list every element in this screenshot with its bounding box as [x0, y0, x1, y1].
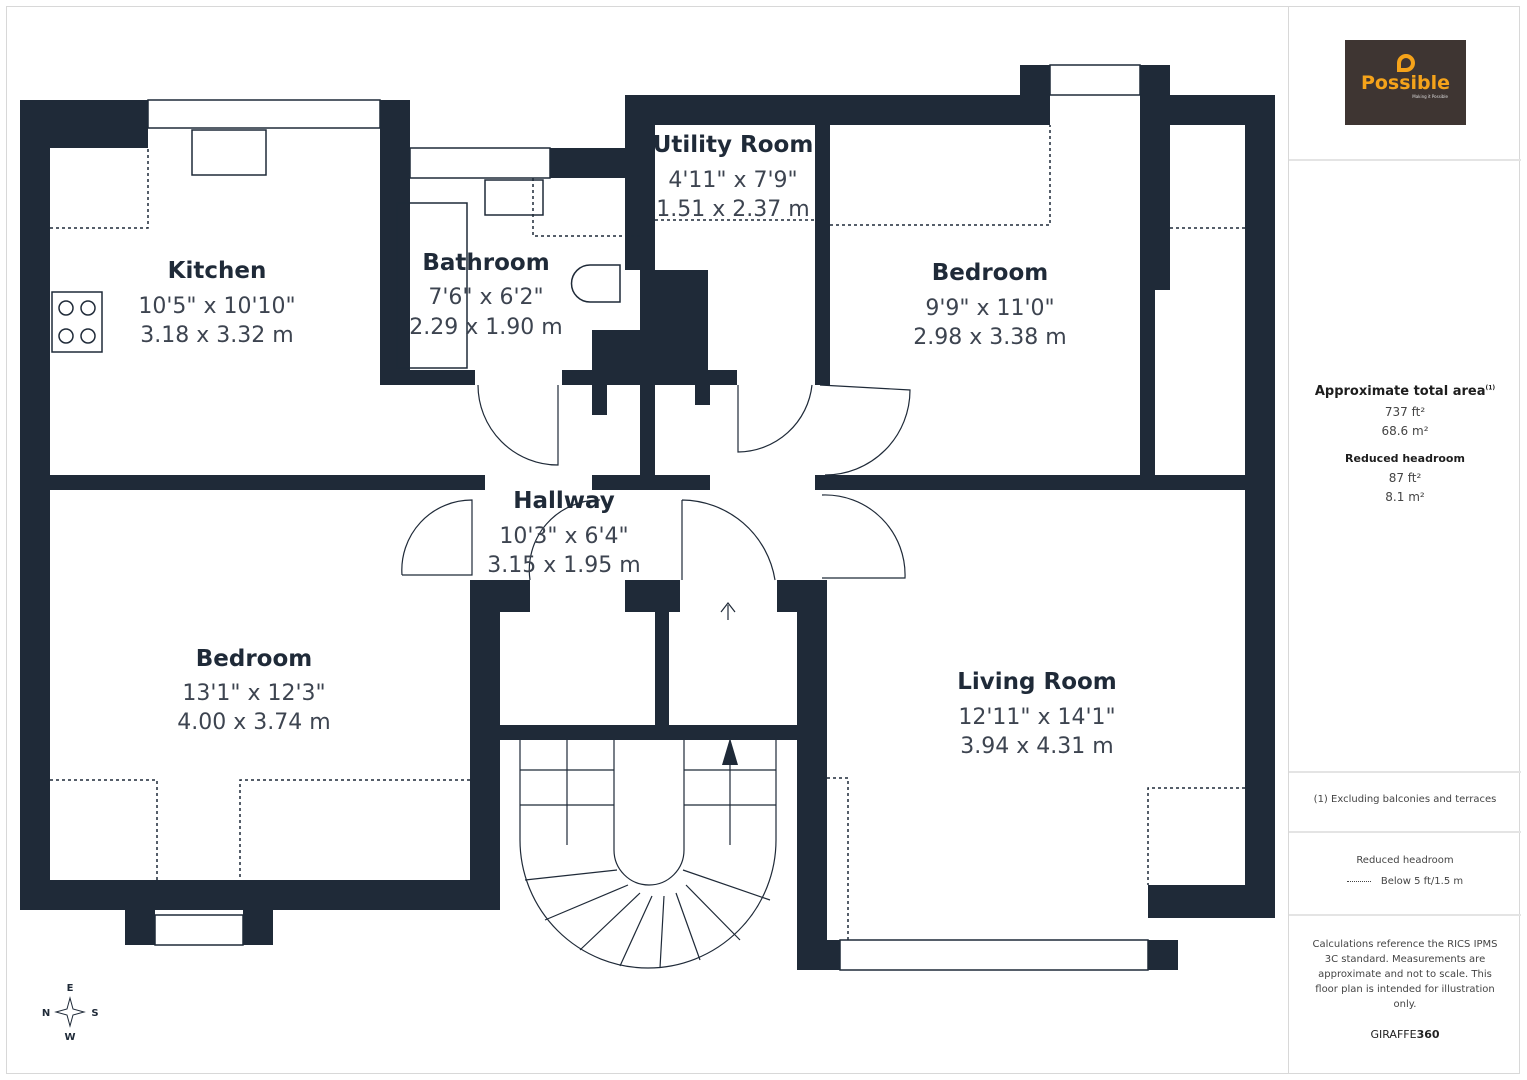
room-dims-imperial: 10'5" x 10'10" [138, 294, 295, 319]
room-utility: Utility Room 4'11" x 7'9" 1.51 x 2.37 m [653, 132, 814, 222]
area-ft: 737 ft² [1384, 405, 1426, 419]
dotted-line-icon [1346, 880, 1371, 882]
room-dims-imperial: 7'6" x 6'2" [428, 285, 543, 310]
area-m: 68.6 m² [1381, 424, 1429, 438]
reduced-m: 8.1 m² [1385, 490, 1425, 504]
legend-item: Below 5 ft/1.5 m [1380, 876, 1464, 887]
legend-title: Reduced headroom [1356, 855, 1454, 866]
divider [1289, 831, 1521, 833]
room-name: Living Room [957, 669, 1117, 695]
room-dims-metric: 2.29 x 1.90 m [409, 315, 562, 340]
page-frame [6, 6, 1520, 1074]
room-dims-imperial: 12'11" x 14'1" [958, 705, 1115, 730]
svg-text:W: W [64, 1032, 75, 1043]
disclaimer: Calculations reference the RICS IPMS 3C … [1312, 939, 1498, 1010]
area-section: Approximate total area(1) 737 ft² 68.6 m… [1289, 384, 1521, 504]
walls [20, 65, 1275, 970]
svg-text:N: N [42, 1008, 50, 1019]
room-hallway: Hallway 10'3" x 6'4" 3.15 x 1.95 m [487, 488, 640, 578]
room-dims-imperial: 10'3" x 6'4" [499, 524, 628, 549]
doors [401, 384, 911, 581]
windows [51, 64, 1149, 971]
logo-pin-icon [1396, 54, 1415, 72]
room-name: Bathroom [422, 250, 549, 276]
room-dims-metric: 3.18 x 3.32 m [140, 323, 293, 348]
room-name: Kitchen [168, 258, 267, 284]
room-living: Living Room 12'11" x 14'1" 3.94 x 4.31 m [957, 669, 1117, 759]
reduced-headroom-lines [50, 125, 1245, 940]
giraffe360-credit: GIRAFFE360 [1370, 1028, 1440, 1041]
footnote: (1) Excluding balconies and terraces [1313, 794, 1497, 805]
room-dims-metric: 2.98 x 3.38 m [913, 325, 1066, 350]
area-footnote-mark: (1) [1485, 384, 1496, 392]
room-bathroom: Bathroom 7'6" x 6'2" 2.29 x 1.90 m [409, 250, 562, 340]
svg-text:E: E [67, 983, 74, 994]
logo-tagline: Making it Possible [1412, 94, 1448, 99]
room-name: Bedroom [932, 260, 1049, 286]
room-dims-imperial: 13'1" x 12'3" [182, 681, 325, 706]
floor-plan: Kitchen 10'5" x 10'10" 3.18 x 3.32 m Bat… [20, 64, 1275, 1043]
info-panel: Possible Making it Possible Approximate … [1288, 6, 1521, 1074]
reduced-title: Reduced headroom [1345, 452, 1465, 465]
logo-brand: Possible [1360, 72, 1451, 94]
room-bedroom-1: Bedroom 9'9" x 11'0" 2.98 x 3.38 m [913, 260, 1066, 350]
stairs-arrow-icon [722, 738, 738, 765]
divider [1289, 771, 1521, 773]
divider [1289, 159, 1521, 161]
staircase [519, 602, 777, 969]
divider [1289, 914, 1521, 916]
room-dims-metric: 4.00 x 3.74 m [177, 710, 330, 735]
room-dims-metric: 1.51 x 2.37 m [656, 197, 809, 222]
reduced-ft: 87 ft² [1388, 471, 1422, 485]
room-dims-metric: 3.94 x 4.31 m [960, 734, 1113, 759]
room-bedroom-2: Bedroom 13'1" x 12'3" 4.00 x 3.74 m [177, 646, 330, 735]
legend: Reduced headroom Below 5 ft/1.5 m [1289, 855, 1521, 887]
room-name: Hallway [513, 488, 615, 514]
room-name: Bedroom [196, 646, 313, 672]
room-dims-metric: 3.15 x 1.95 m [487, 553, 640, 578]
compass-icon: E N S W [42, 983, 99, 1043]
area-title: Approximate total area [1314, 384, 1486, 399]
possible-logo: Possible Making it Possible [1345, 40, 1466, 125]
room-name: Utility Room [653, 132, 814, 158]
room-dims-imperial: 9'9" x 11'0" [925, 296, 1054, 321]
room-dims-imperial: 4'11" x 7'9" [668, 168, 797, 193]
svg-text:S: S [91, 1008, 98, 1019]
room-kitchen: Kitchen 10'5" x 10'10" 3.18 x 3.32 m [138, 258, 295, 348]
